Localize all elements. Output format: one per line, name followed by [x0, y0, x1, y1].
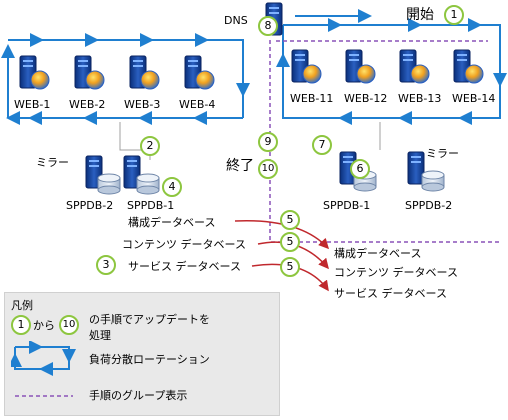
end-label: 終了: [226, 158, 254, 174]
web-server-icon: [184, 55, 215, 90]
web-server-icon: [453, 49, 484, 84]
database-cylinder-icon: [421, 170, 445, 192]
step-badge: 6: [350, 159, 370, 179]
web-server-icon: [345, 49, 376, 84]
step-badge: 5: [280, 232, 300, 252]
step-badge: 7: [312, 135, 332, 155]
db-server-icon: [407, 151, 425, 185]
db-label: SPPDB-1: [323, 199, 371, 212]
mirror-label-right: ミラー: [426, 147, 459, 160]
db-server-icon: [123, 155, 141, 189]
server-label: WEB-13: [398, 92, 442, 105]
rotation-loop-left: [0, 33, 250, 125]
step-badge: 4: [162, 177, 182, 197]
step-badge: 8: [258, 16, 278, 36]
web-server-icon: [399, 49, 430, 84]
web-server-icon: [291, 49, 322, 84]
server-label: WEB-11: [290, 92, 334, 105]
legend-steps-text-2: 処理: [89, 329, 111, 342]
start-label: 開始: [406, 7, 434, 23]
server-label: WEB-4: [179, 98, 216, 111]
database-item: 構成データベース: [128, 216, 216, 229]
step-badge: 5: [280, 257, 300, 277]
step-badge: 2: [140, 136, 160, 156]
database-item: サービス データベース: [334, 287, 447, 300]
legend-step-start: 1: [11, 315, 31, 335]
server-label: WEB-14: [452, 92, 496, 105]
database-cylinder-icon: [97, 173, 121, 195]
db-migration-arrows: [234, 219, 330, 292]
step-group-boundary: [269, 40, 500, 243]
database-item: サービス データベース: [128, 260, 241, 273]
legend-steps-text: の手順でアップデートを: [89, 313, 210, 326]
step-badge: 10: [258, 159, 278, 179]
mirror-label-left: ミラー: [36, 156, 69, 169]
rotation-loop-right: [276, 9, 507, 125]
step-badge: 3: [96, 255, 116, 275]
dns-label: DNS: [224, 14, 248, 27]
group-legend-icon: [15, 395, 73, 397]
db-label: SPPDB-1: [127, 199, 175, 212]
server-label: WEB-2: [69, 98, 106, 111]
web-server-icon: [19, 55, 50, 90]
legend: 凡例 1 から 10 の手順でアップデートを 処理 負荷分散ローテーション 手順…: [4, 292, 280, 416]
legend-rotation-text: 負荷分散ローテーション: [89, 353, 210, 366]
step-badge: 5: [280, 210, 300, 230]
step-badge: 9: [258, 132, 278, 152]
rotation-legend-icon: [11, 341, 76, 376]
server-label: WEB-1: [14, 98, 51, 111]
legend-grouping-text: 手順のグループ表示: [89, 389, 188, 402]
database-item: コンテンツ データベース: [122, 238, 246, 251]
web-server-icon: [74, 55, 105, 90]
web-server-icon: [129, 55, 160, 90]
database-item: 構成データベース: [334, 247, 422, 260]
legend-step-end: 10: [59, 315, 79, 335]
step-badge: 1: [444, 5, 464, 25]
database-item: コンテンツ データベース: [334, 266, 458, 279]
db-label: SPPDB-2: [66, 199, 114, 212]
db-label: SPPDB-2: [405, 199, 453, 212]
server-label: WEB-3: [124, 98, 161, 111]
server-label: WEB-12: [344, 92, 388, 105]
legend-title: 凡例: [11, 299, 33, 312]
legend-range-text: から: [33, 319, 55, 332]
database-cylinder-icon: [136, 173, 160, 195]
